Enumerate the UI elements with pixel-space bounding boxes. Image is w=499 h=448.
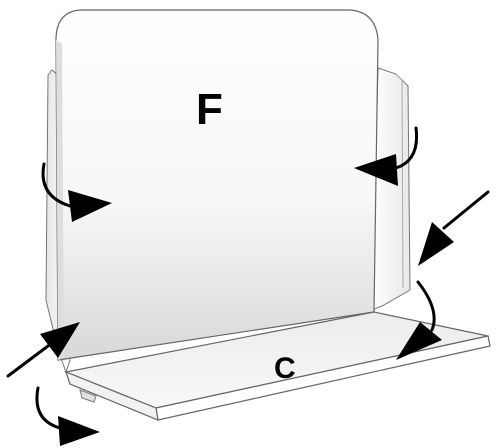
right-side-panel bbox=[371, 67, 411, 311]
curved-arrow-bottom-left-head bbox=[58, 416, 100, 446]
front-panel bbox=[55, 9, 379, 361]
right-side-panel-edge bbox=[395, 73, 404, 289]
bottom-panel-left-edge bbox=[65, 370, 159, 421]
arrows-layer bbox=[6, 126, 490, 446]
bottom-panel-label: C bbox=[274, 352, 296, 385]
curved-arrow-right-bottom-head bbox=[396, 322, 442, 360]
curved-arrow-right-top-icon bbox=[394, 126, 419, 170]
straight-arrow-right-icon bbox=[442, 190, 490, 230]
curved-arrow-right-bottom-icon bbox=[416, 280, 436, 332]
straight-arrow-bottom-left-icon bbox=[6, 344, 50, 378]
bottom-panel-tab bbox=[79, 389, 97, 403]
curved-arrow-bottom-left-icon bbox=[35, 386, 62, 430]
straight-arrow-bottom-left-head bbox=[40, 322, 80, 358]
curved-arrow-right-top-head bbox=[354, 154, 398, 186]
front-panel-label: F bbox=[196, 85, 223, 134]
curved-arrow-left-side-head bbox=[68, 190, 112, 222]
straight-arrow-right-head bbox=[418, 222, 454, 266]
curved-arrow-left-side-icon bbox=[41, 162, 72, 208]
front-panel-left-edge bbox=[56, 40, 64, 360]
